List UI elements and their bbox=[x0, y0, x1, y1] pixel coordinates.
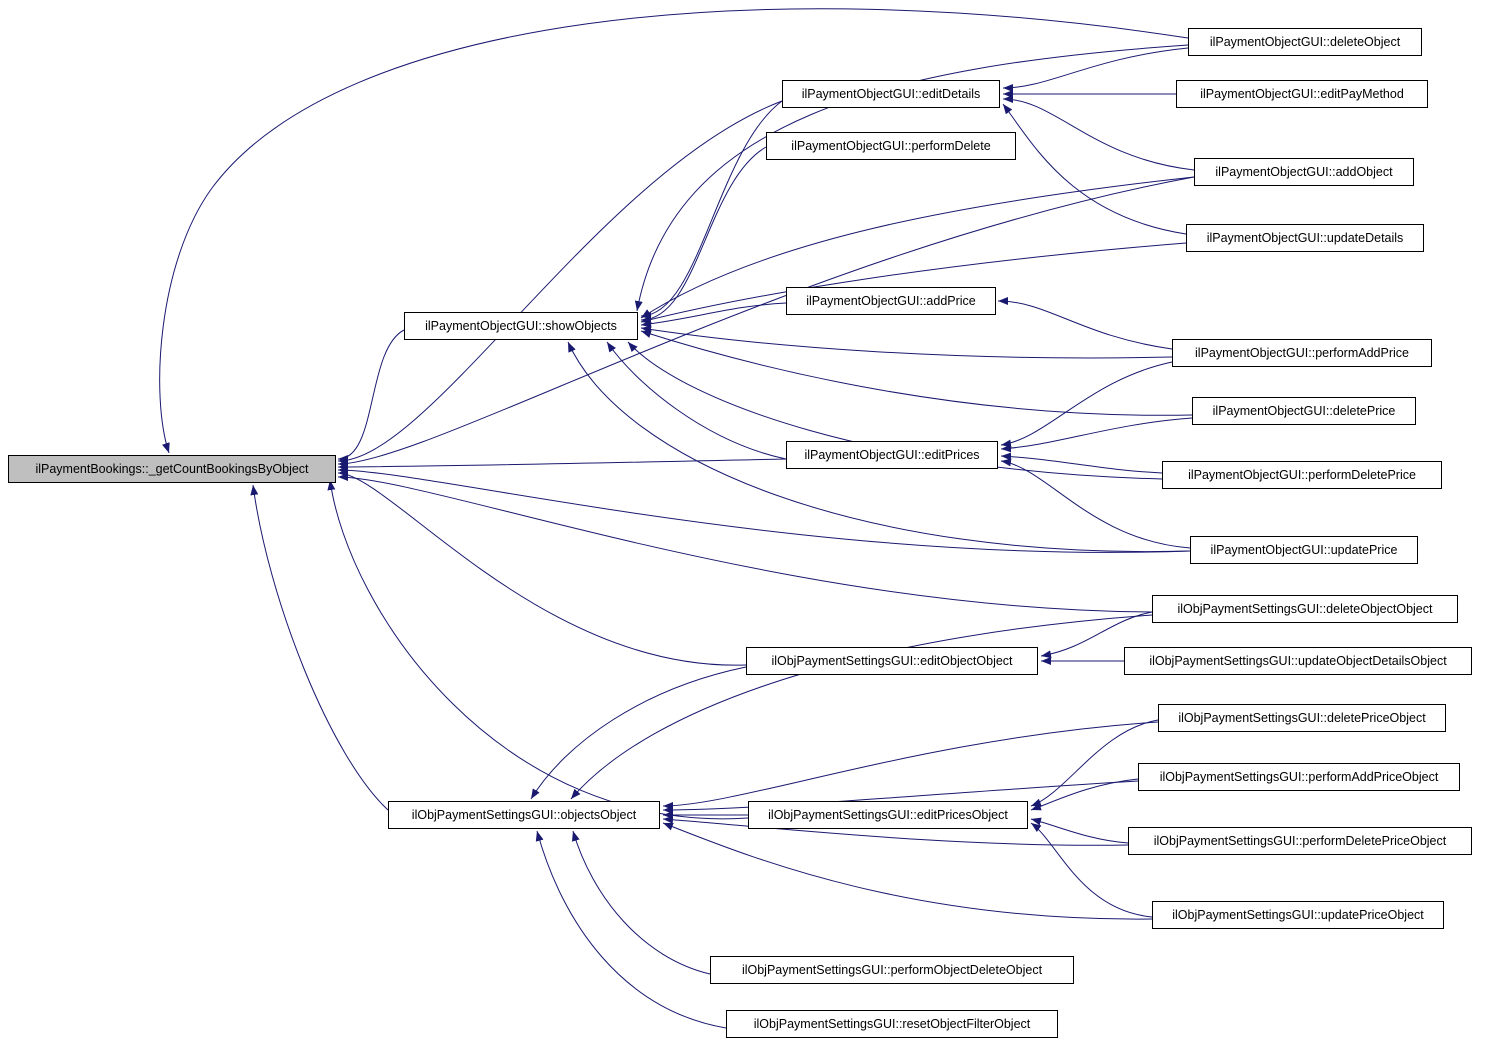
node-ilObjPaymentSettingsGUI-editPricesObject[interactable]: ilObjPaymentSettingsGUI::editPricesObjec… bbox=[748, 801, 1028, 829]
edge-updatePrice-to-editPrices bbox=[1000, 458, 1191, 549]
edge-updatePriceObject-to-objectsObject bbox=[662, 822, 1153, 920]
edge-editObjectObject-to-getCountBookingsByObject bbox=[337, 469, 747, 666]
node-ilPaymentObjectGUI-performAddPrice[interactable]: ilPaymentObjectGUI::performAddPrice bbox=[1172, 339, 1432, 367]
edge-performObjectDeleteObject-to-objectsObject bbox=[571, 830, 711, 975]
node-ilObjPaymentSettingsGUI-deletePriceObject[interactable]: ilObjPaymentSettingsGUI::deletePriceObje… bbox=[1158, 704, 1446, 732]
node-ilObjPaymentSettingsGUI-updateObjectDetailsObject[interactable]: ilObjPaymentSettingsGUI::updateObjectDet… bbox=[1124, 647, 1472, 675]
edge-showObjects-to-getCountBookingsByObject bbox=[337, 329, 405, 463]
edge-deleteObjectObject-to-getCountBookingsByObject bbox=[337, 473, 1153, 613]
edge-deleteObject-to-editDetails bbox=[1002, 47, 1189, 92]
edge-performAddPriceObject-to-editPricesObject bbox=[1030, 778, 1139, 811]
edge-updatePrice-to-getCountBookingsByObject bbox=[337, 466, 1191, 553]
node-ilPaymentObjectGUI-updateDetails[interactable]: ilPaymentObjectGUI::updateDetails bbox=[1186, 224, 1424, 252]
node-ilObjPaymentSettingsGUI-performObjectDeleteObject[interactable]: ilObjPaymentSettingsGUI::performObjectDe… bbox=[710, 956, 1074, 984]
edge-updateDetails-to-editDetails bbox=[1002, 103, 1187, 235]
node-ilObjPaymentSettingsGUI-updatePriceObject[interactable]: ilObjPaymentSettingsGUI::updatePriceObje… bbox=[1152, 901, 1444, 929]
node-ilPaymentBookings-getCountBookingsByObject: ilPaymentBookings::_getCountBookingsByOb… bbox=[8, 455, 336, 483]
edge-performAddPrice-to-addPrice bbox=[997, 297, 1173, 350]
node-ilPaymentObjectGUI-addPrice[interactable]: ilPaymentObjectGUI::addPrice bbox=[786, 287, 996, 315]
node-ilObjPaymentSettingsGUI-resetObjectFilterObject[interactable]: ilObjPaymentSettingsGUI::resetObjectFilt… bbox=[726, 1010, 1058, 1038]
edge-deleteObjectObject-to-objectsObject bbox=[570, 614, 1153, 800]
edge-editDetails-to-showObjects bbox=[640, 100, 783, 320]
node-ilPaymentObjectGUI-editPayMethod[interactable]: ilPaymentObjectGUI::editPayMethod bbox=[1176, 80, 1428, 108]
edge-editObjectObject-to-objectsObject bbox=[530, 666, 747, 800]
edge-performDeletePriceObject-to-objectsObject bbox=[662, 815, 1129, 846]
edge-editPrices-to-getCountBookingsByObject bbox=[337, 458, 787, 471]
edge-deletePrice-to-showObjects bbox=[640, 330, 1193, 416]
node-ilObjPaymentSettingsGUI-deleteObjectObject[interactable]: ilObjPaymentSettingsGUI::deleteObjectObj… bbox=[1152, 595, 1458, 623]
edge-updatePriceObject-to-editPricesObject bbox=[1030, 822, 1153, 918]
edge-addObject-to-showObjects bbox=[640, 176, 1195, 319]
edge-performAddPrice-to-editPrices bbox=[1000, 361, 1173, 448]
edge-performDeletePrice-to-editPrices bbox=[1000, 452, 1163, 474]
node-ilPaymentObjectGUI-showObjects[interactable]: ilPaymentObjectGUI::showObjects bbox=[404, 312, 638, 340]
edge-addPrice-to-showObjects bbox=[640, 302, 787, 328]
edge-deletePriceObject-to-editPricesObject bbox=[1030, 719, 1159, 807]
node-ilObjPaymentSettingsGUI-performDeletePriceObject[interactable]: ilObjPaymentSettingsGUI::performDeletePr… bbox=[1128, 827, 1472, 855]
edge-updateDetails-to-showObjects bbox=[640, 242, 1187, 324]
edge-resetObjectFilterObject-to-objectsObject bbox=[535, 830, 727, 1029]
node-ilObjPaymentSettingsGUI-performAddPriceObject[interactable]: ilObjPaymentSettingsGUI::performAddPrice… bbox=[1138, 763, 1460, 791]
edge-performDeletePriceObject-to-editPricesObject bbox=[1030, 817, 1129, 844]
edge-addObject-to-getCountBookingsByObject bbox=[337, 176, 1195, 468]
edge-editPricesObject-to-getCountBookingsByObject bbox=[327, 479, 749, 820]
edge-updatePrice-to-showObjects bbox=[567, 341, 1191, 553]
node-ilPaymentObjectGUI-updatePrice[interactable]: ilPaymentObjectGUI::updatePrice bbox=[1190, 536, 1418, 564]
node-ilPaymentObjectGUI-deleteObject[interactable]: ilPaymentObjectGUI::deleteObject bbox=[1188, 28, 1422, 56]
node-ilPaymentObjectGUI-addObject[interactable]: ilPaymentObjectGUI::addObject bbox=[1194, 158, 1414, 186]
node-ilPaymentObjectGUI-editDetails[interactable]: ilPaymentObjectGUI::editDetails bbox=[782, 80, 1000, 108]
edge-deleteObjectObject-to-editObjectObject bbox=[1040, 611, 1153, 659]
node-ilPaymentObjectGUI-performDeletePrice[interactable]: ilPaymentObjectGUI::performDeletePrice bbox=[1162, 461, 1442, 489]
edge-editPrices-to-showObjects bbox=[606, 341, 787, 460]
node-ilObjPaymentSettingsGUI-objectsObject[interactable]: ilObjPaymentSettingsGUI::objectsObject bbox=[388, 801, 660, 829]
edge-addObject-to-editDetails bbox=[1002, 95, 1195, 171]
edge-deletePrice-to-editPrices bbox=[1000, 417, 1193, 453]
edge-editDetails-to-getCountBookingsByObject bbox=[337, 100, 783, 465]
node-ilPaymentObjectGUI-deletePrice[interactable]: ilPaymentObjectGUI::deletePrice bbox=[1192, 397, 1416, 425]
edge-deleteObject-to-getCountBookingsByObject bbox=[159, 8, 1189, 454]
edge-performAddPrice-to-showObjects bbox=[640, 325, 1173, 359]
edge-deleteObject-to-showObjects bbox=[634, 44, 1189, 312]
edge-performDelete-to-showObjects bbox=[640, 146, 767, 324]
node-ilPaymentObjectGUI-editPrices[interactable]: ilPaymentObjectGUI::editPrices bbox=[786, 441, 998, 469]
edge-deletePriceObject-to-objectsObject bbox=[662, 721, 1159, 810]
edge-performDeletePrice-to-showObjects bbox=[627, 341, 1163, 480]
node-ilObjPaymentSettingsGUI-editObjectObject[interactable]: ilObjPaymentSettingsGUI::editObjectObjec… bbox=[746, 647, 1038, 675]
node-ilPaymentObjectGUI-performDelete[interactable]: ilPaymentObjectGUI::performDelete bbox=[766, 132, 1016, 160]
edge-objectsObject-to-getCountBookingsByObject bbox=[250, 484, 389, 811]
